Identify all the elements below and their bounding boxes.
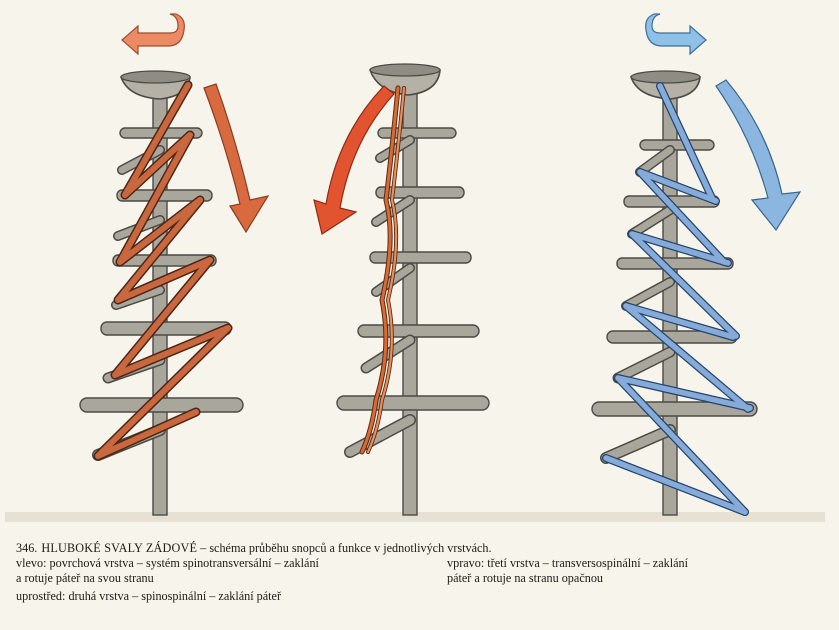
right-curved-arrow — [715, 79, 802, 232]
right-spine-model — [591, 13, 802, 516]
figure-caption: 346.HLUBOKÉ SVALY ZÁDOVÉ – schéma průběh… — [16, 541, 831, 627]
left-rotation-arrow — [121, 13, 185, 56]
caption-heading: HLUBOKÉ SVALY ZÁDOVÉ — [41, 541, 198, 555]
caption-right-line-1: vpravo: třetí vrstva – transversospináln… — [447, 556, 688, 570]
left-curved-arrow — [203, 83, 270, 234]
figure-number: 346. — [16, 541, 38, 555]
left-spine-model — [79, 13, 270, 516]
caption-right-line-2: páteř a rotuje na stranu opačnou — [447, 571, 604, 585]
right-rotation-arrow — [645, 13, 707, 56]
caption-left-line-1: vlevo: povrchová vrstva – systém spinotr… — [16, 556, 319, 570]
caption-left-line-2: a rotuje páteř na svou stranu — [16, 571, 154, 585]
middle-curved-arrow — [313, 85, 395, 235]
caption-title-rest: – schéma průběhu snopců a funkce v jedno… — [197, 541, 492, 555]
caption-middle-line: uprostřed: druhá vrstva – spinospinální … — [16, 589, 282, 603]
spine-muscle-diagram — [5, 13, 825, 522]
ground-shadow — [5, 512, 825, 522]
caption-title-line: 346.HLUBOKÉ SVALY ZÁDOVÉ – schéma průběh… — [16, 541, 492, 556]
right-processes — [591, 139, 758, 464]
right-muscle-bundles — [602, 82, 754, 516]
middle-spine-model — [313, 63, 490, 516]
middle-column — [402, 91, 418, 516]
